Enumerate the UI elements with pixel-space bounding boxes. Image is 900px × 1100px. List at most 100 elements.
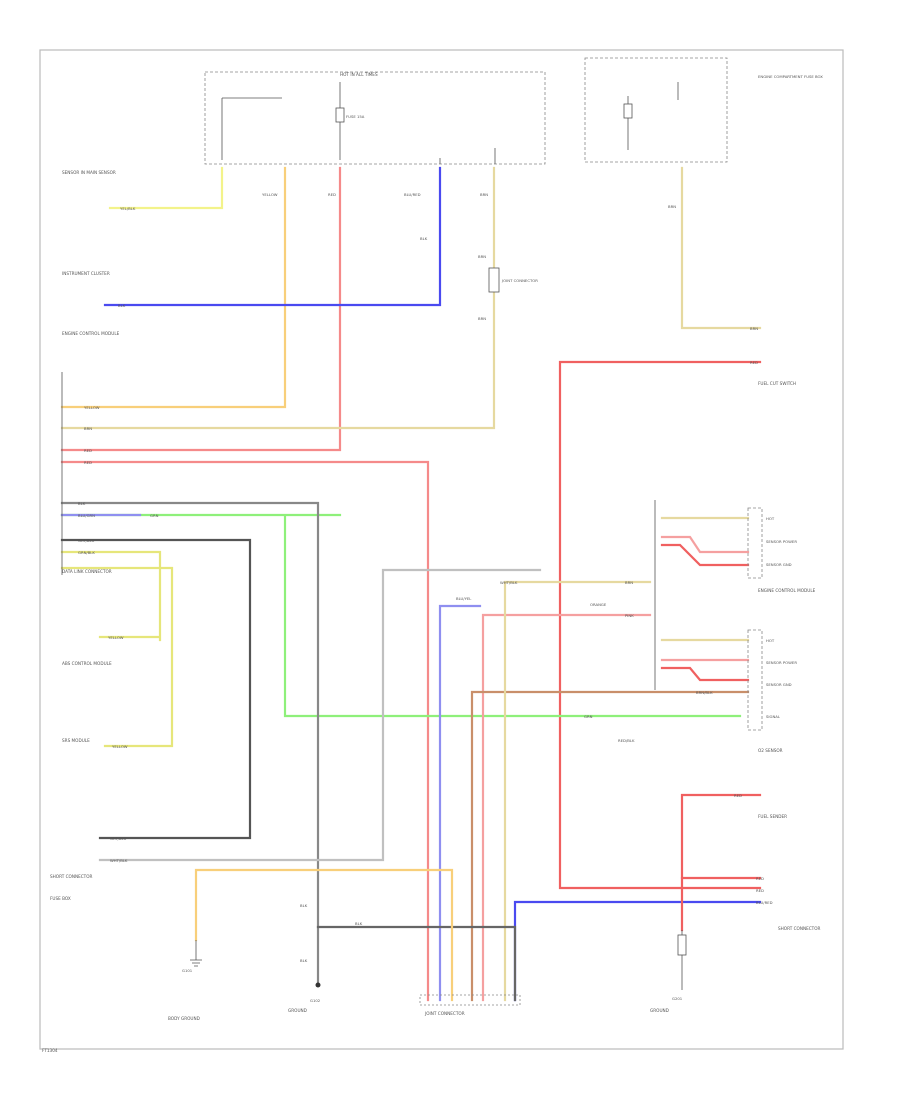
wire-lbl-red-4: RED xyxy=(734,793,742,798)
wire-lbl-brn-blk: BRN/BLK xyxy=(696,690,713,695)
wire-lbl-blk-4: BLK xyxy=(355,921,363,926)
ground-right xyxy=(677,930,687,990)
joint-connector-box xyxy=(488,267,500,293)
wire-dark-left xyxy=(60,538,252,840)
wire-lbl-brn-3: BRN xyxy=(478,254,486,259)
wire-grey-right xyxy=(98,568,542,862)
wire-lbl-brn-6: BRN xyxy=(668,204,676,209)
ground-left xyxy=(190,940,202,967)
wire-lbl-gry-blk-2: GRY/BLK xyxy=(110,836,127,841)
fuse-box-title: HOT IN ALL TIMES xyxy=(340,72,378,77)
left-label-3: ENGINE CONTROL MODULE xyxy=(62,331,120,336)
wire-lbl-red-6: RED xyxy=(756,888,764,893)
pin-lbl-1: HOT xyxy=(766,516,775,521)
left-label-2: INSTRUMENT CLUSTER xyxy=(62,271,110,276)
wire-yellow-green xyxy=(60,550,162,642)
right-sensor-wires xyxy=(660,516,750,682)
wire-lightblue-joint xyxy=(438,604,482,1002)
pin-lbl-3: SENSOR GND xyxy=(766,562,792,567)
wire-lbl-red: RED xyxy=(328,192,336,197)
right-fuel-label: FUEL SENDER xyxy=(758,814,787,819)
left-label-7: SHORT CONNECTOR xyxy=(50,874,93,879)
pin-lbl-2: SENSOR POWER xyxy=(766,539,797,544)
right-connector-2 xyxy=(747,629,763,731)
wire-tan xyxy=(60,166,496,430)
right-fuse-box: ENGINE COMPARTMENT FUSE BOX xyxy=(584,57,823,163)
wire-grey-left xyxy=(60,501,320,987)
wire-yellow-left xyxy=(108,166,224,210)
wire-lbl-yellow-4: YELLOW xyxy=(112,744,128,749)
wire-lbl-yellow-3: YELLOW xyxy=(108,635,124,640)
ground-middle xyxy=(315,982,321,988)
diagram-border xyxy=(39,49,844,1050)
pin-lbl-6: SENSOR GND xyxy=(766,682,792,687)
wire-lbl-pink: PINK xyxy=(625,613,634,618)
bottom-label-1: BODY GROUND xyxy=(168,1016,200,1021)
wire-lbl-orange: ORANGE xyxy=(590,602,607,607)
wire-lbl-brn: BRN xyxy=(480,192,488,197)
right-switch-label: FUEL CUT SWITCH xyxy=(758,381,796,386)
wire-lbl-blk-3: BLK xyxy=(300,958,308,963)
bottom-label-2: GROUND xyxy=(288,1008,307,1013)
wire-lbl-brn-5: BRN xyxy=(625,580,633,585)
wire-lbl-grn: GRN xyxy=(150,513,159,518)
wire-red-bottom xyxy=(680,793,762,932)
wire-orange-bottom xyxy=(194,868,454,1002)
wire-orange-vertical xyxy=(60,166,287,409)
wire-yellow-right xyxy=(680,166,762,330)
wire-lbl-red-2: RED xyxy=(84,448,92,453)
ground-g2: G102 xyxy=(310,998,321,1003)
wire-lbl-blu-2: BLK xyxy=(420,236,428,241)
wire-red-right xyxy=(558,360,762,890)
wire-lbl-grn-2: GRN xyxy=(584,714,593,719)
left-label-1: SENSOR IN MAIN SENSOR xyxy=(62,170,116,175)
wire-brown-joint xyxy=(470,690,750,1002)
right-short-label: SHORT CONNECTOR xyxy=(778,926,821,931)
wire-lbl-blk: BLK xyxy=(78,501,86,506)
wire-lbl-blk-2: BLK xyxy=(300,903,308,908)
wire-lbl-blu-red-2: BLU/RED xyxy=(756,900,773,905)
right-sensor1-label: ENGINE CONTROL MODULE xyxy=(758,588,816,593)
wire-lbl-brn-4: BRN xyxy=(478,316,486,321)
pin-lbl-4: HOT xyxy=(766,638,775,643)
wire-lbl-brn-7: BRN xyxy=(750,326,758,331)
wire-red-main xyxy=(60,460,430,1002)
wire-lbl-grn-blk: GRN/BLK xyxy=(78,550,95,555)
right-sensor2-label: O2 SENSOR xyxy=(758,748,783,753)
wire-dark-joint xyxy=(316,925,517,1002)
wire-lbl-red-5: RED xyxy=(756,876,764,881)
pin-lbl-7: SIGNAL xyxy=(766,714,781,719)
wire-lbl-blu: BLK xyxy=(118,303,126,308)
right-connector-1 xyxy=(747,507,763,579)
wire-lbl-wht-blk: WHT/BLK xyxy=(110,858,128,863)
wire-tan-joint xyxy=(503,580,652,1002)
ground-g3: G201 xyxy=(672,996,683,1001)
fuse-box: HOT IN ALL TIMES FUSE 15A xyxy=(204,71,546,165)
wire-lbl-yel-blk: YEL/BLK xyxy=(120,206,136,211)
left-label-6: SRS MODULE xyxy=(62,738,90,743)
ground-g1: G101 xyxy=(182,968,193,973)
left-label-4: DATA LINK CONNECTOR xyxy=(62,569,112,574)
wire-lbl-yellow: YELLOW xyxy=(262,192,278,197)
right-top-label: ENGINE COMPARTMENT FUSE BOX xyxy=(758,74,823,79)
bottom-label-3: JOINT CONNECTOR xyxy=(424,1011,465,1016)
wire-lbl-red-3: RED xyxy=(84,460,92,465)
wire-pink-joint xyxy=(481,613,652,1002)
wire-lbl-wht-blk-2: WHT/BLK xyxy=(500,580,518,585)
pin-lbl-5: SENSOR POWER xyxy=(766,660,797,665)
wire-lbl-brn-2: BRN xyxy=(84,426,92,431)
wire-lbl-blu-yel: BLU/YEL xyxy=(456,596,472,601)
wire-lbl-yellow-2: YELLOW xyxy=(84,405,100,410)
footer-code: FT1304 xyxy=(42,1048,58,1053)
left-label-8: FUSE BOX xyxy=(50,896,71,901)
wire-yellow-green-2 xyxy=(60,566,174,748)
wire-lbl-blu-grn: BLU/GRN xyxy=(78,513,95,518)
wire-red-vertical xyxy=(60,166,342,452)
wire-lbl-blu-red: BLU/RED xyxy=(404,192,421,197)
joint-box-label: JOINT CONNECTOR xyxy=(501,278,538,283)
bottom-label-4: GROUND xyxy=(650,1008,669,1013)
wire-blue xyxy=(103,166,442,307)
bottom-joint-connector xyxy=(419,994,521,1006)
wire-lbl-red-blk: RED/BLK xyxy=(618,738,635,743)
